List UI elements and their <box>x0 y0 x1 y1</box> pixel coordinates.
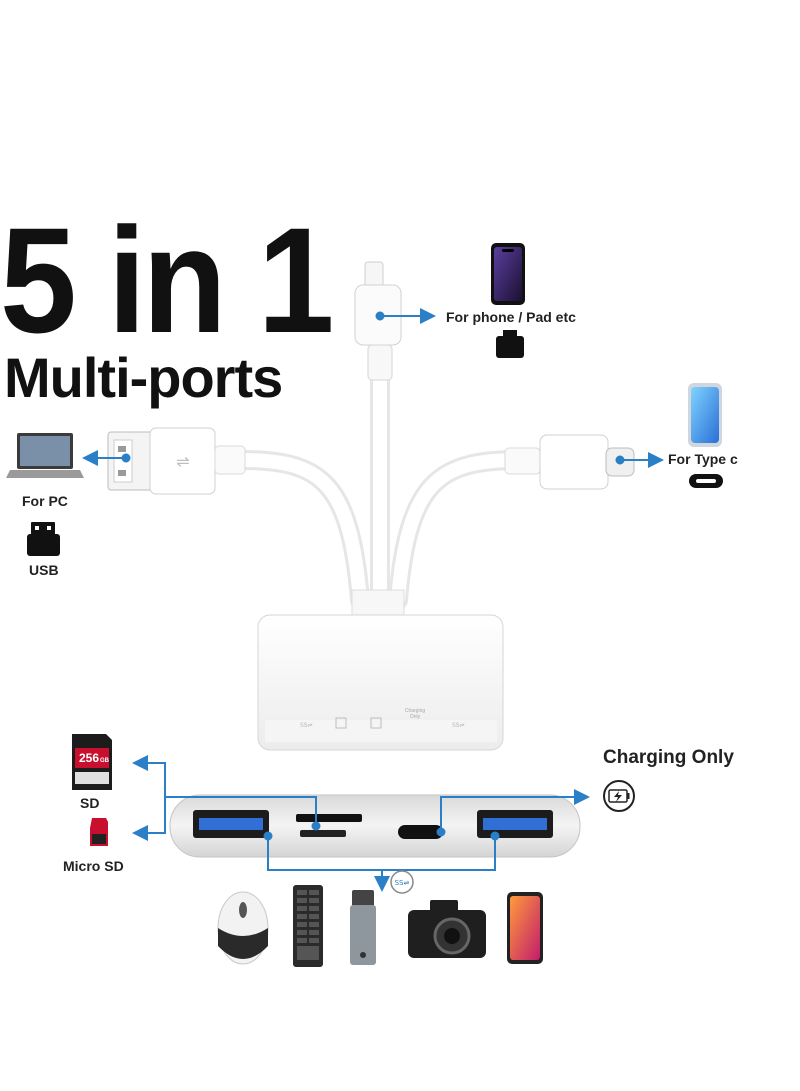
battery-charge-icon <box>603 780 635 812</box>
flash-drive-icon <box>350 890 376 965</box>
usb3-logo-icon: SS⇌ <box>390 870 414 894</box>
svg-text:SS⇌: SS⇌ <box>452 722 465 729</box>
label-sd: SD <box>80 795 100 811</box>
sd-card-icon: 256 GB <box>72 734 112 790</box>
camera-icon <box>408 900 486 958</box>
hub-charging-port-label: Charging Only <box>404 708 426 720</box>
label-type-c: For Type c <box>668 451 738 467</box>
smartphone-icon <box>688 383 722 447</box>
label-pc: For PC <box>22 493 68 509</box>
usb-c-connector <box>504 434 635 490</box>
label-phone: For phone / Pad etc <box>446 309 576 325</box>
usb-a-connector: ⇌ <box>107 427 246 495</box>
headline-sub: Multi-ports <box>4 346 283 409</box>
svg-text:⇌: ⇌ <box>176 452 189 471</box>
label-charging-clip: Charging Only <box>603 747 743 769</box>
lightning-adapter-icon <box>496 330 524 358</box>
smartphone-icon <box>507 892 543 964</box>
laptop-icon <box>6 433 84 478</box>
port-panel <box>169 794 581 858</box>
cable-bundle <box>230 370 530 610</box>
sd-card-unit: GB <box>100 758 110 764</box>
mouse-icon <box>217 891 269 965</box>
headline-main: 5 in 1 <box>0 196 334 364</box>
callout-lines <box>82 308 664 892</box>
label-type-c-clip: For Type c <box>668 451 742 469</box>
sd-card-capacity: 256 <box>79 751 99 765</box>
label-micro-sd: Micro SD <box>63 858 124 874</box>
svg-text:SS⇌: SS⇌ <box>395 879 410 887</box>
micro-sd-icon <box>90 818 108 846</box>
svg-text:SS⇌: SS⇌ <box>300 722 313 729</box>
usb-a-icon <box>27 522 60 556</box>
hub-body: SS⇌ SS⇌ <box>257 589 504 751</box>
lightning-connector <box>354 261 402 381</box>
usb-c-port-icon <box>689 474 723 488</box>
label-usb: USB <box>29 562 59 578</box>
keyboard-icon <box>293 885 323 967</box>
smartphone-icon <box>491 243 525 305</box>
label-charging: Charging Only <box>603 747 734 768</box>
